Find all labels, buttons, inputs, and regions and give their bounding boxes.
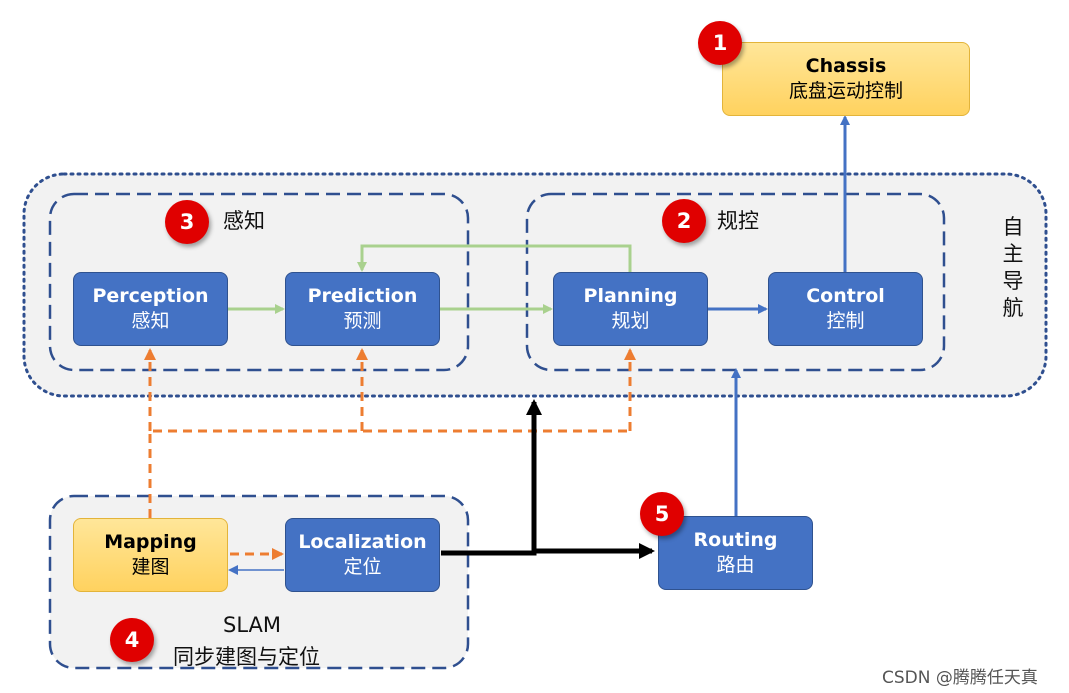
perception-subtitle: 感知 (131, 310, 170, 332)
planning-group-label: 规控 (717, 209, 759, 233)
chassis-node: Chassis 底盘运动控制 (722, 42, 970, 116)
perception-node: Perception 感知 (73, 272, 228, 346)
badge-5: 5 (640, 492, 684, 536)
control-node: Control 控制 (768, 272, 923, 346)
prediction-subtitle: 预测 (343, 310, 382, 332)
perception-title: Perception (92, 285, 209, 307)
routing-subtitle: 路由 (716, 554, 755, 576)
planning-title: Planning (583, 285, 678, 307)
arrow-planning-feedback-to-prediction (357, 244, 632, 272)
orange-bus-line (148, 429, 630, 518)
slam-group-label-en: SLAM (223, 613, 281, 637)
badge-3: 3 (165, 200, 209, 244)
planning-subtitle: 规划 (611, 310, 650, 332)
watermark: CSDN @腾腾任天真 (882, 668, 1038, 688)
mapping-node: Mapping 建图 (73, 518, 228, 592)
chassis-subtitle: 底盘运动控制 (788, 80, 903, 102)
prediction-node: Prediction 预测 (285, 272, 440, 346)
slam-group-label-zh: 同步建图与定位 (173, 645, 320, 669)
chassis-title: Chassis (805, 55, 887, 77)
autonomous-navigation-label: 自主导航 (1002, 215, 1024, 320)
badge-4: 4 (110, 618, 154, 662)
routing-node: Routing 路由 (658, 516, 813, 590)
planning-node: Planning 规划 (553, 272, 708, 346)
routing-title: Routing (693, 529, 778, 551)
localization-subtitle: 定位 (343, 556, 382, 578)
mapping-title: Mapping (104, 531, 197, 553)
localization-node: Localization 定位 (285, 518, 440, 592)
control-subtitle: 控制 (826, 310, 865, 332)
perception-group-label: 感知 (223, 209, 265, 233)
control-title: Control (806, 285, 885, 307)
prediction-title: Prediction (307, 285, 418, 307)
badge-2: 2 (662, 199, 706, 243)
arrow-localization-to-routing (441, 543, 655, 559)
localization-title: Localization (298, 531, 427, 553)
badge-1: 1 (698, 21, 742, 65)
mapping-subtitle: 建图 (131, 556, 170, 578)
